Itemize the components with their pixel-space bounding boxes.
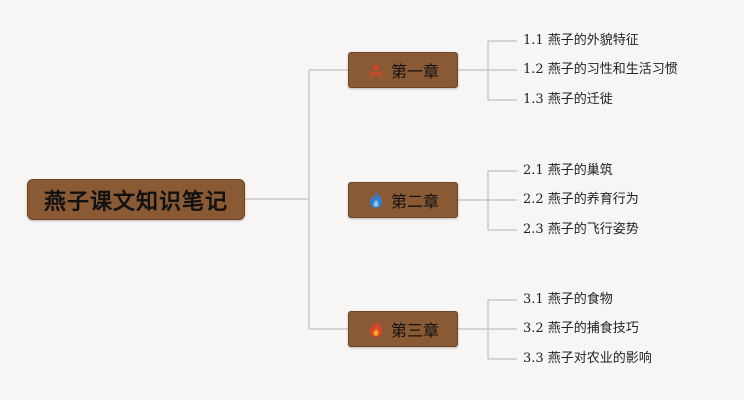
chapter-node-1[interactable]: 第一章: [348, 52, 458, 88]
section-3-1[interactable]: 3.1 燕子的食物: [523, 292, 613, 307]
section-2-1[interactable]: 2.1 燕子的巢筑: [523, 163, 613, 178]
flame-icon: [367, 191, 385, 209]
section-1-1[interactable]: 1.1 燕子的外貌特征: [523, 33, 639, 48]
chapter-label: 第三章: [390, 321, 439, 340]
chapter-node-2[interactable]: 第二章: [348, 182, 458, 218]
chapter-label: 第二章: [390, 192, 439, 211]
flame-icon: [367, 320, 385, 338]
section-1-3[interactable]: 1.3 燕子的迁徙: [523, 92, 613, 107]
chapter-label: 第一章: [390, 62, 439, 81]
chapter-node-3[interactable]: 第三章: [348, 311, 458, 347]
section-3-3[interactable]: 3.3 燕子对农业的影响: [523, 351, 652, 366]
campfire-icon: [367, 61, 385, 79]
section-3-2[interactable]: 3.2 燕子的捕食技巧: [523, 321, 639, 336]
section-1-2[interactable]: 1.2 燕子的习性和生活习惯: [523, 62, 678, 77]
root-topic-node[interactable]: 燕子课文知识笔记: [27, 179, 245, 220]
section-2-2[interactable]: 2.2 燕子的养育行为: [523, 192, 639, 207]
section-2-3[interactable]: 2.3 燕子的飞行姿势: [523, 222, 639, 237]
root-topic-label: 燕子课文知识笔记: [43, 189, 228, 215]
